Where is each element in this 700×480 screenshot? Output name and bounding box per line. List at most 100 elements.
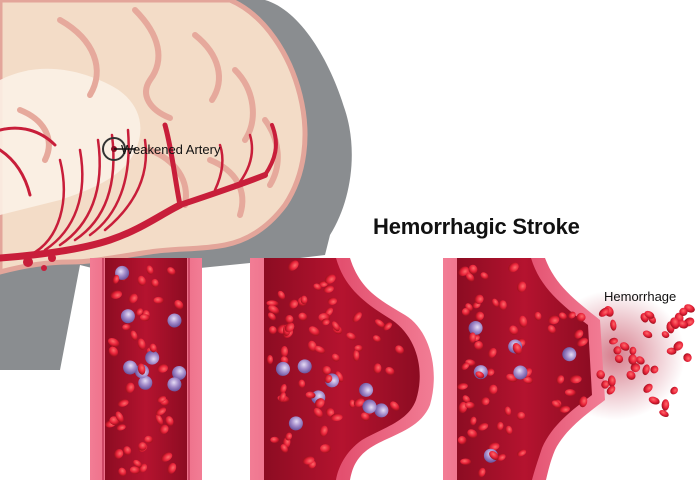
red-blood-cell xyxy=(644,310,655,319)
red-blood-cell xyxy=(489,451,499,460)
red-blood-cell xyxy=(331,321,340,332)
red-blood-cell xyxy=(467,429,478,439)
red-blood-cell xyxy=(395,345,404,355)
red-blood-cell xyxy=(516,281,527,293)
red-blood-cell xyxy=(509,325,519,336)
red-blood-cell xyxy=(155,407,167,416)
escaping-blood-cells xyxy=(596,304,695,418)
red-blood-cell xyxy=(157,363,168,373)
red-blood-cell xyxy=(159,424,169,434)
red-blood-cell xyxy=(137,363,146,375)
red-blood-cell xyxy=(122,324,131,331)
red-blood-cell xyxy=(280,444,288,453)
red-blood-cell xyxy=(115,411,124,423)
red-blood-cell xyxy=(475,311,484,321)
red-blood-cell xyxy=(390,401,400,411)
red-blood-cell xyxy=(558,312,567,320)
red-blood-cell xyxy=(280,346,289,358)
white-blood-cell xyxy=(359,382,374,397)
red-blood-cell xyxy=(352,312,362,323)
white-blood-cell xyxy=(138,375,153,390)
red-blood-cell xyxy=(137,338,146,350)
red-blood-cell xyxy=(267,312,276,321)
red-blood-cell xyxy=(270,436,280,444)
blood-cells-ruptured xyxy=(457,262,588,478)
red-blood-cell xyxy=(480,272,489,280)
red-blood-cell xyxy=(607,375,616,387)
red-blood-cell xyxy=(167,267,176,276)
red-blood-cell xyxy=(320,444,331,454)
red-blood-cell xyxy=(601,380,610,389)
red-blood-cell xyxy=(137,275,146,286)
red-blood-cell xyxy=(298,379,306,388)
red-blood-cell xyxy=(498,300,507,311)
red-blood-cell xyxy=(279,391,286,403)
red-blood-cell xyxy=(488,384,498,395)
red-blood-cell xyxy=(477,422,489,431)
red-blood-cell xyxy=(610,319,617,331)
red-blood-cell xyxy=(474,294,484,304)
red-blood-cell xyxy=(346,332,356,341)
white-blood-cell xyxy=(468,321,483,335)
red-blood-cell xyxy=(288,299,299,309)
red-blood-cell xyxy=(385,366,395,376)
red-blood-cell xyxy=(678,320,689,329)
red-blood-cell xyxy=(642,364,650,376)
red-blood-cell xyxy=(579,396,588,408)
red-blood-cell xyxy=(354,344,363,352)
white-blood-cell xyxy=(288,416,303,431)
red-blood-cell xyxy=(284,322,295,333)
white-blood-cell xyxy=(374,403,389,418)
red-blood-cell xyxy=(508,262,519,273)
red-blood-cell xyxy=(636,356,645,365)
white-blood-cell xyxy=(513,365,528,380)
red-blood-cell xyxy=(149,343,157,353)
red-blood-cell xyxy=(460,458,472,465)
red-blood-cell xyxy=(153,296,164,304)
red-blood-cell xyxy=(481,397,490,406)
red-blood-cell xyxy=(465,401,475,409)
red-blood-cell xyxy=(174,300,184,310)
red-blood-cell xyxy=(461,362,470,370)
red-blood-cell xyxy=(266,300,279,307)
red-blood-cell xyxy=(114,448,124,459)
red-blood-cell xyxy=(518,315,528,328)
red-blood-cell xyxy=(155,414,164,426)
red-blood-cell xyxy=(325,407,335,417)
red-blood-cell xyxy=(268,326,277,335)
red-blood-cell xyxy=(125,382,135,394)
red-blood-cell xyxy=(313,283,322,291)
red-blood-cell xyxy=(318,280,328,288)
red-blood-cell xyxy=(568,311,576,319)
red-blood-cell xyxy=(659,409,669,418)
red-blood-cell xyxy=(548,315,560,325)
red-blood-cell xyxy=(469,416,477,426)
red-blood-cell xyxy=(478,467,486,478)
red-blood-cell xyxy=(324,274,336,284)
red-blood-cell xyxy=(353,398,365,407)
white-blood-cell xyxy=(276,361,290,376)
red-blood-cell xyxy=(161,452,173,462)
red-blood-cell xyxy=(661,331,670,339)
white-blood-cell xyxy=(120,309,135,324)
red-blood-cell xyxy=(619,342,630,351)
red-blood-cell xyxy=(307,340,317,352)
red-blood-cell xyxy=(314,345,326,354)
red-blood-cell xyxy=(279,383,287,394)
red-blood-cell xyxy=(547,325,556,334)
red-blood-cell xyxy=(504,406,512,416)
red-blood-cell xyxy=(151,278,159,288)
red-blood-cell xyxy=(614,354,624,364)
red-blood-cell xyxy=(268,305,280,314)
red-blood-cell xyxy=(577,337,588,347)
red-blood-cell xyxy=(551,400,561,409)
red-blood-cell xyxy=(517,449,527,457)
red-blood-cell xyxy=(372,335,381,343)
red-blood-cell xyxy=(648,396,660,405)
red-blood-cell xyxy=(606,385,616,395)
red-blood-cell xyxy=(564,389,576,397)
red-blood-cell xyxy=(596,370,605,380)
red-blood-cell xyxy=(135,308,143,316)
red-blood-cell xyxy=(505,425,513,435)
